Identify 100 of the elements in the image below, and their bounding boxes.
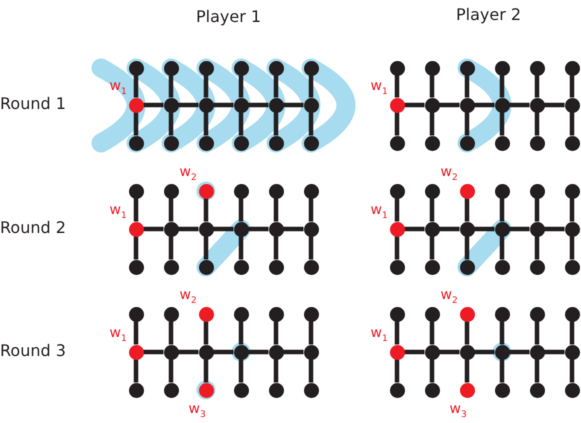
- edge-line: [534, 198, 540, 222]
- edge-line: [168, 322, 174, 344]
- vertex-dot: [128, 184, 144, 198]
- edge-line: [430, 322, 434, 344]
- edge-line: [308, 236, 314, 260]
- edge-line: [570, 112, 574, 136]
- edge-line: [534, 236, 540, 260]
- vertex-dot: [304, 344, 318, 360]
- edge-line: [394, 112, 400, 136]
- vertex-dot: [268, 344, 284, 360]
- vertex-dot: [564, 136, 580, 150]
- vertex-dot: [530, 260, 544, 274]
- edge-line: [238, 76, 244, 98]
- edge-line: [510, 226, 530, 232]
- vertex-dot: [564, 260, 580, 274]
- vertex-label: w$_{1}$: [370, 78, 388, 98]
- vertex-dot: [304, 222, 318, 236]
- vertex-dot: [268, 306, 284, 322]
- edge-line: [464, 112, 470, 136]
- edge-line: [238, 360, 244, 382]
- vertex-dot: [564, 60, 580, 76]
- vertex-dot: [460, 344, 474, 360]
- vertex-dot: [424, 136, 440, 150]
- vertex-dot: [198, 222, 214, 236]
- vertex-dot: [390, 184, 404, 198]
- round-label: Round 1: [0, 95, 66, 113]
- vertex-dot: [564, 184, 580, 198]
- vertex-label: w$_{1}$: [110, 202, 127, 222]
- vertex-dot: [564, 306, 580, 322]
- vertex-dot: [304, 306, 318, 322]
- vertex-dot: [164, 184, 178, 198]
- edge-line: [430, 112, 434, 136]
- edge-line: [500, 360, 504, 382]
- edge-line: [168, 360, 174, 382]
- edge-line: [534, 76, 540, 98]
- vertex-dot: [530, 222, 544, 236]
- edge-line: [474, 102, 494, 108]
- vertex-dot: [460, 98, 474, 112]
- edge-line: [570, 198, 574, 222]
- edge-line: [430, 236, 434, 260]
- edge-line: [394, 76, 400, 98]
- vertex-dot: [164, 344, 178, 360]
- vertex-dot: [424, 382, 440, 398]
- vertex-dot: [304, 382, 318, 398]
- round-label: Round 2: [0, 219, 66, 237]
- edge-line: [570, 236, 574, 260]
- edge-line: [464, 322, 470, 344]
- edge-line: [204, 198, 208, 222]
- edge-line: [464, 236, 470, 260]
- vertex-dot: [268, 222, 284, 236]
- vertex-dot: [164, 260, 178, 274]
- edge-line: [464, 198, 470, 222]
- vertex-dot: [424, 98, 440, 112]
- edge-line: [544, 350, 564, 354]
- edge-line: [238, 198, 244, 222]
- vertex-dot: [234, 382, 248, 398]
- edge-line: [464, 76, 470, 98]
- edge-line: [510, 350, 530, 354]
- edge-line: [308, 112, 314, 136]
- edge-line: [204, 112, 208, 136]
- vertex-dot: [304, 184, 318, 198]
- vertex-dot: [530, 382, 544, 398]
- edge-line: [430, 198, 434, 222]
- edge-line: [308, 360, 314, 382]
- edge-line: [404, 350, 424, 354]
- vertex-label: w$_{3}$: [450, 402, 467, 422]
- edge-line: [134, 112, 138, 136]
- edge-line: [308, 322, 314, 344]
- vertex-dot: [494, 382, 510, 398]
- edge-line: [440, 226, 460, 232]
- player-heading: Player 2: [456, 6, 522, 24]
- edge-line: [274, 112, 278, 136]
- vertex-dot: [494, 260, 510, 274]
- edge-line: [134, 76, 138, 98]
- edge-line: [274, 360, 278, 382]
- edge-line: [274, 76, 278, 98]
- edge-line: [134, 322, 138, 344]
- vertex-label: w$_{2}$: [440, 288, 458, 308]
- edge-line: [544, 102, 564, 108]
- vertex-dot: [564, 382, 580, 398]
- vertex-dot: [424, 184, 440, 198]
- vertex-dot: [164, 222, 178, 236]
- vertex-dot: [390, 136, 404, 150]
- edge-line: [534, 112, 540, 136]
- vertex-dot: [234, 260, 248, 274]
- vertex-dot: [564, 98, 580, 112]
- edge-line: [308, 76, 314, 98]
- vertex-dot: [268, 382, 284, 398]
- vertex-dot: [128, 382, 144, 398]
- edge-line: [274, 236, 278, 260]
- edge-line: [248, 226, 268, 232]
- edge-line: [178, 350, 198, 354]
- vertex-label: w$_{1}$: [370, 326, 388, 346]
- edge-line: [168, 112, 174, 136]
- edge-line: [570, 322, 574, 344]
- vertex-dot: [424, 60, 440, 76]
- edge-line: [404, 102, 424, 108]
- vertex-dot: [234, 306, 248, 322]
- vertex-dot: [564, 222, 580, 236]
- vertex-dot: [128, 260, 144, 274]
